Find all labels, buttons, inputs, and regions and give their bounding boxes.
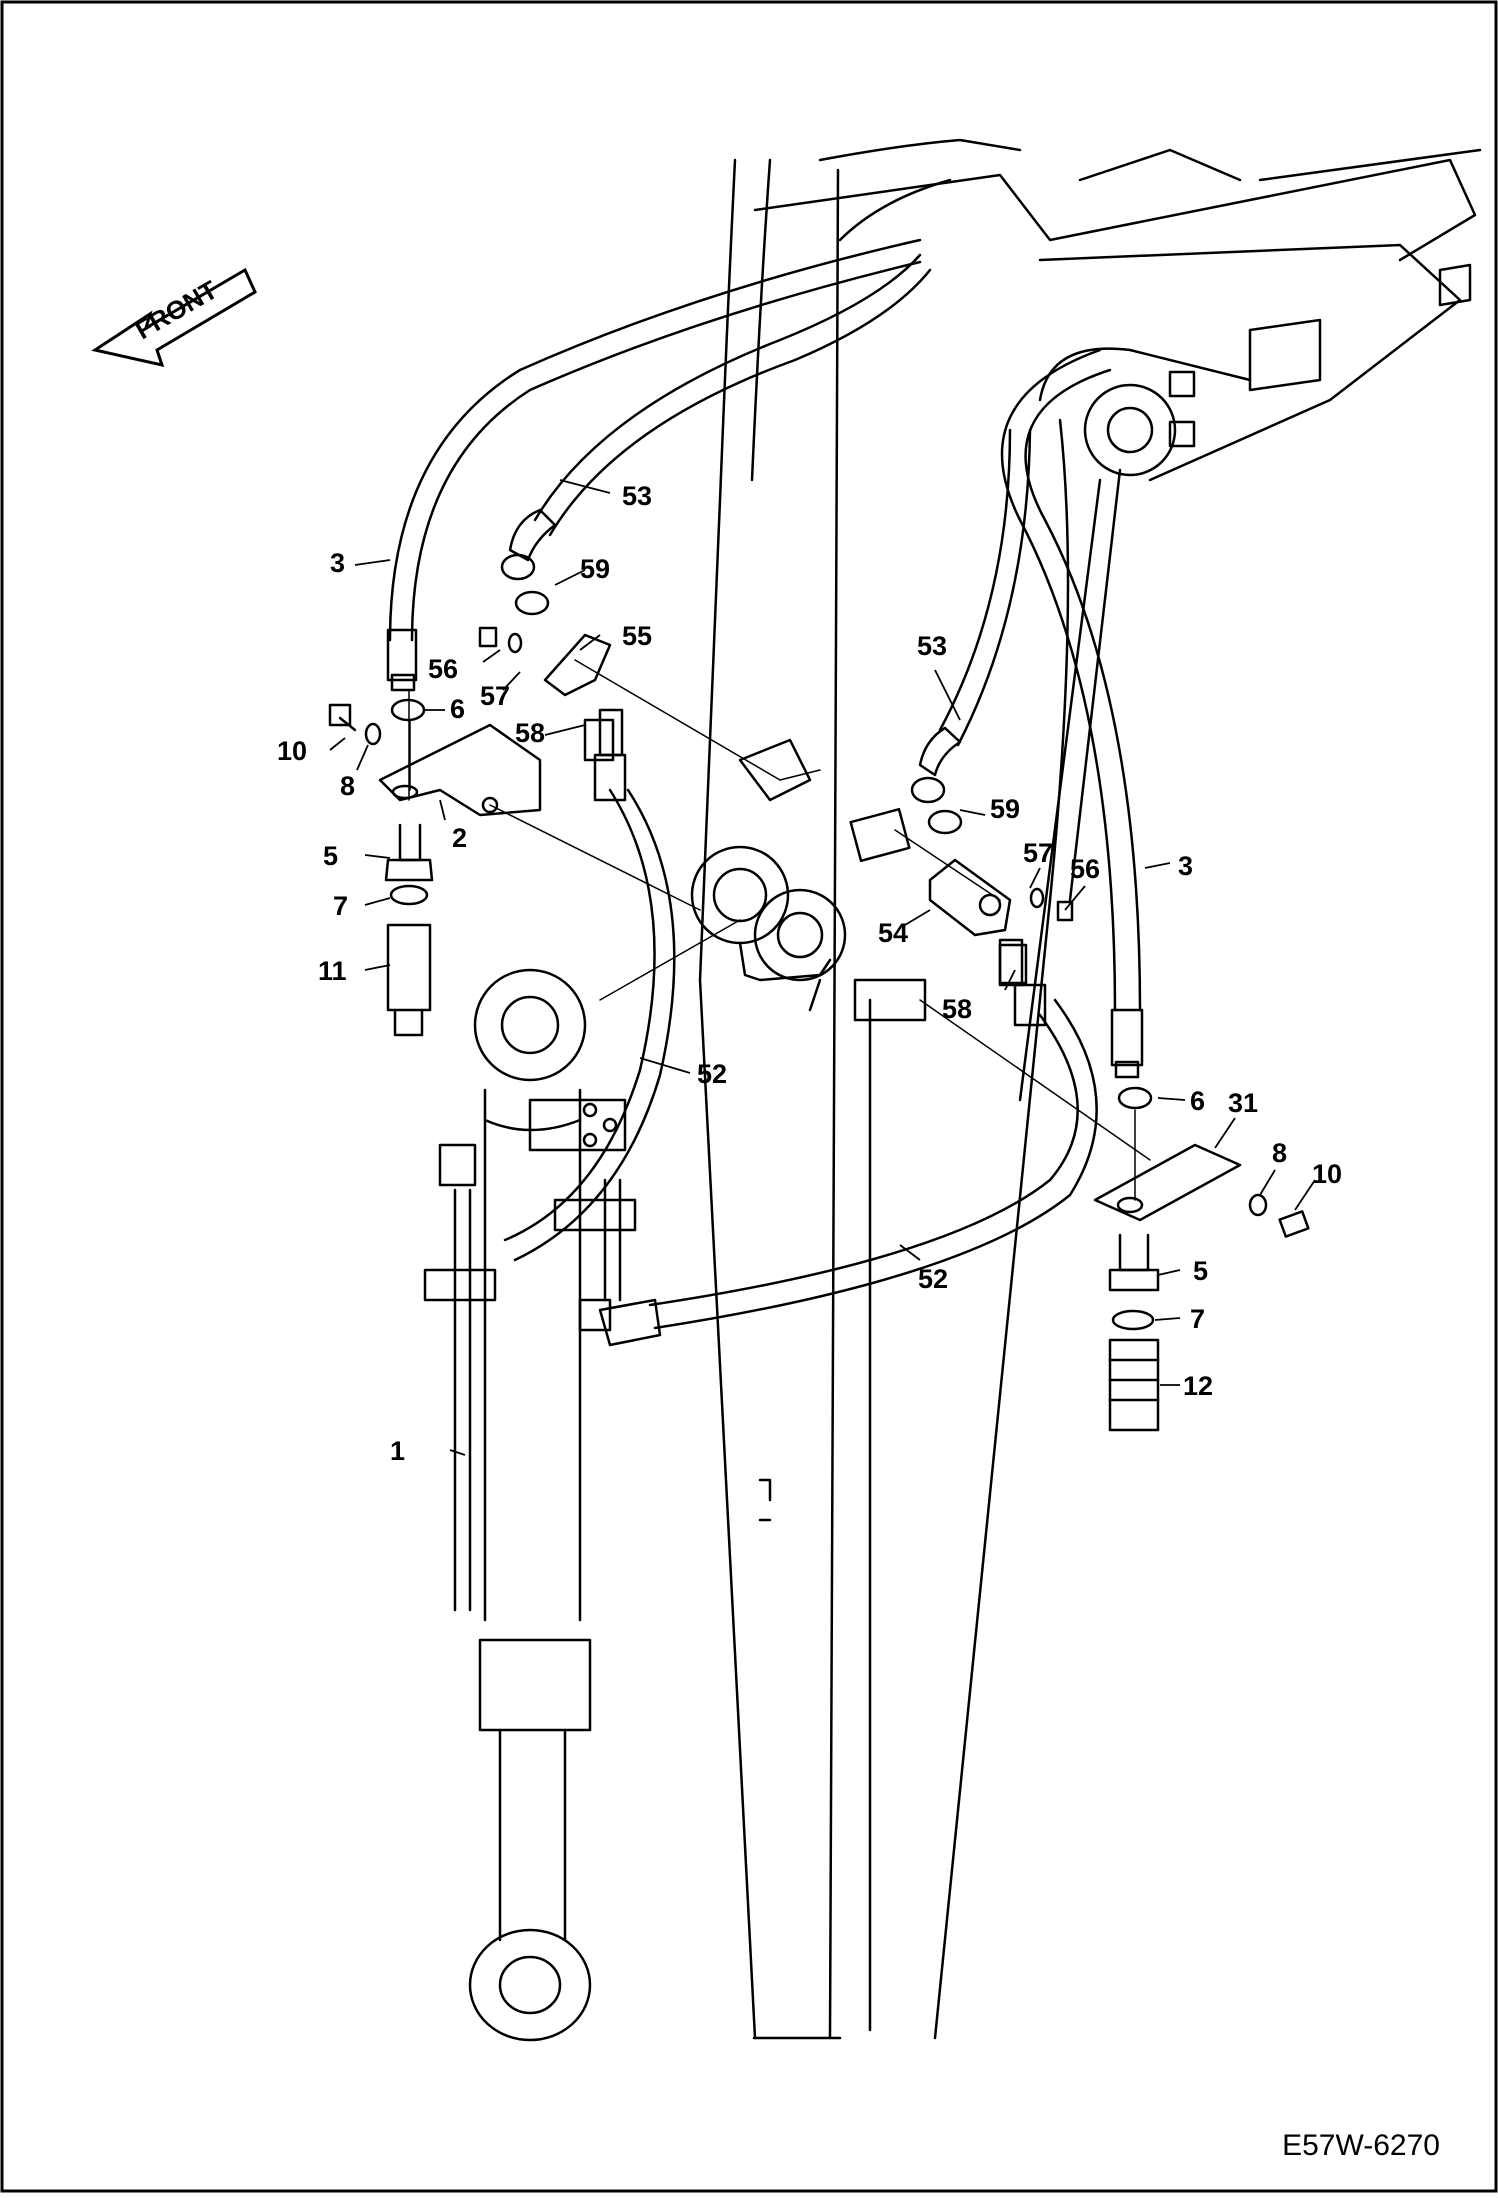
left-fitting-assembly [328, 689, 542, 1037]
callout-59-left: 59 [580, 554, 610, 584]
right-mid-fittings [849, 807, 1074, 1022]
callout-1: 1 [390, 1436, 405, 1466]
callout-7-right: 7 [1190, 1304, 1205, 1334]
callout-3-left: 3 [330, 548, 345, 578]
hose-52-left [503, 708, 676, 1262]
callout-2: 2 [452, 823, 467, 853]
callout-56-right: 56 [1070, 854, 1100, 884]
callout-57-left: 57 [480, 681, 510, 711]
bucket-cylinder [423, 968, 637, 2042]
callout-10-left: 10 [277, 736, 307, 766]
left-mid-fittings [478, 590, 615, 762]
callout-3-right: 3 [1178, 851, 1193, 881]
callout-53-right: 53 [917, 631, 947, 661]
callout-52-left: 52 [697, 1059, 727, 1089]
hose-53-left [500, 253, 932, 581]
hose-3-left [386, 238, 922, 692]
callout-5-left: 5 [323, 841, 338, 871]
callout-54: 54 [878, 918, 908, 948]
callout-6-left: 6 [450, 694, 465, 724]
hose-3-right [1000, 348, 1144, 1079]
callout-58-right: 58 [942, 994, 972, 1024]
link-joint [690, 738, 847, 1012]
callout-8-left: 8 [340, 771, 355, 801]
callout-59-right: 59 [990, 794, 1020, 824]
callout-6-right: 6 [1190, 1086, 1205, 1116]
callout-56-left: 56 [428, 654, 458, 684]
drawing-code: E57W-6270 [1282, 2129, 1440, 2162]
callout-57-right: 57 [1023, 838, 1053, 868]
front-direction-arrow: FRONT [91, 267, 257, 368]
callout-31: 31 [1228, 1088, 1258, 1118]
callout-12: 12 [1183, 1371, 1213, 1401]
callout-55: 55 [622, 621, 652, 651]
callout-labels: 3 53 59 55 56 57 58 6 10 8 2 5 7 11 52 1… [277, 481, 1342, 1466]
callout-5-right: 5 [1193, 1256, 1208, 1286]
callout-52-right: 52 [918, 1264, 948, 1294]
hose-53-right [910, 428, 1032, 804]
callout-8-right: 8 [1272, 1138, 1287, 1168]
callout-58-left: 58 [515, 718, 545, 748]
callout-10-right: 10 [1312, 1159, 1342, 1189]
arm-structure [698, 138, 1482, 2040]
callout-leaders [329, 479, 1316, 1456]
callout-53-left: 53 [622, 481, 652, 511]
hose-52-right [578, 938, 1098, 1347]
assembly-guide-lines [409, 659, 1151, 1201]
right-fitting-assembly [1093, 1086, 1310, 1432]
callout-11: 11 [318, 956, 347, 986]
callout-7-left: 7 [333, 891, 348, 921]
